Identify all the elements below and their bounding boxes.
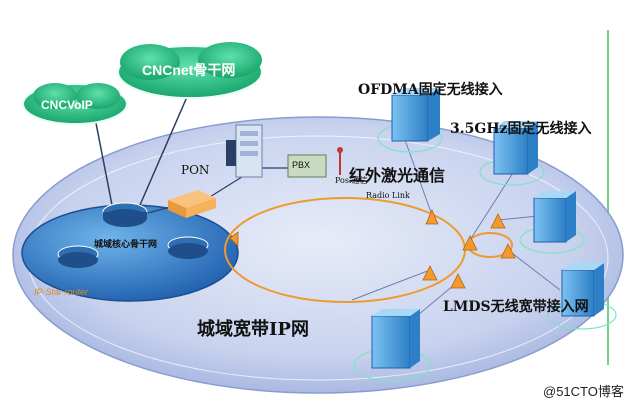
antenna-icon <box>422 265 438 281</box>
pon-label: PON <box>181 163 210 177</box>
ring-antennas <box>229 208 516 289</box>
cloud-icon <box>117 42 263 99</box>
building-icon <box>479 121 545 186</box>
radio-beams <box>351 139 561 331</box>
antenna-icon <box>229 231 239 247</box>
metro-ip-network-label: 城域宽带IP网 <box>197 319 309 340</box>
infrared-laser-label: 红外激光通信 <box>349 166 446 185</box>
building-icon <box>547 263 617 330</box>
router-icon <box>167 236 209 259</box>
router-icon <box>102 202 148 227</box>
pos-label: Pos.通信 <box>335 176 368 185</box>
building-icon <box>353 309 431 382</box>
link-pon-rack <box>204 174 246 201</box>
pon-box-icon <box>168 190 216 218</box>
antenna-icon <box>500 243 516 259</box>
cncnet-cloud-label: CNCnet骨干网 <box>142 62 236 78</box>
ipstar-router-label: IP-Star router <box>34 287 89 297</box>
watermark: @51CTO博客 <box>543 384 624 399</box>
ofdma-label: OFDMA固定无线接入 <box>358 82 503 98</box>
cloud-icon <box>22 83 128 125</box>
antenna-icon <box>462 235 478 251</box>
pbx-icon <box>287 154 327 178</box>
building-icon <box>377 88 443 153</box>
cncvoip-cloud-label: CNCVoIP <box>41 98 93 112</box>
antenna-icon <box>337 147 343 175</box>
antenna-icon <box>450 273 466 289</box>
metro-core-label: 城域核心骨干网 <box>94 240 158 250</box>
pbx-label: PBX <box>292 160 311 170</box>
radio-link-label: Radio Link <box>366 191 410 200</box>
link-voip-core <box>94 117 113 206</box>
link-cncnet-core <box>139 89 191 206</box>
antenna-icon <box>490 213 506 229</box>
server-rack-icon <box>226 124 263 178</box>
wireless-35ghz-label: 3.5GHz固定无线接入 <box>450 121 592 137</box>
lmds-label: LMDS无线宽带接入网 <box>443 299 589 315</box>
building-icon <box>519 191 585 254</box>
antenna-icon <box>425 208 439 225</box>
metro-outer-ellipse <box>12 116 624 394</box>
router-icon <box>57 245 99 268</box>
